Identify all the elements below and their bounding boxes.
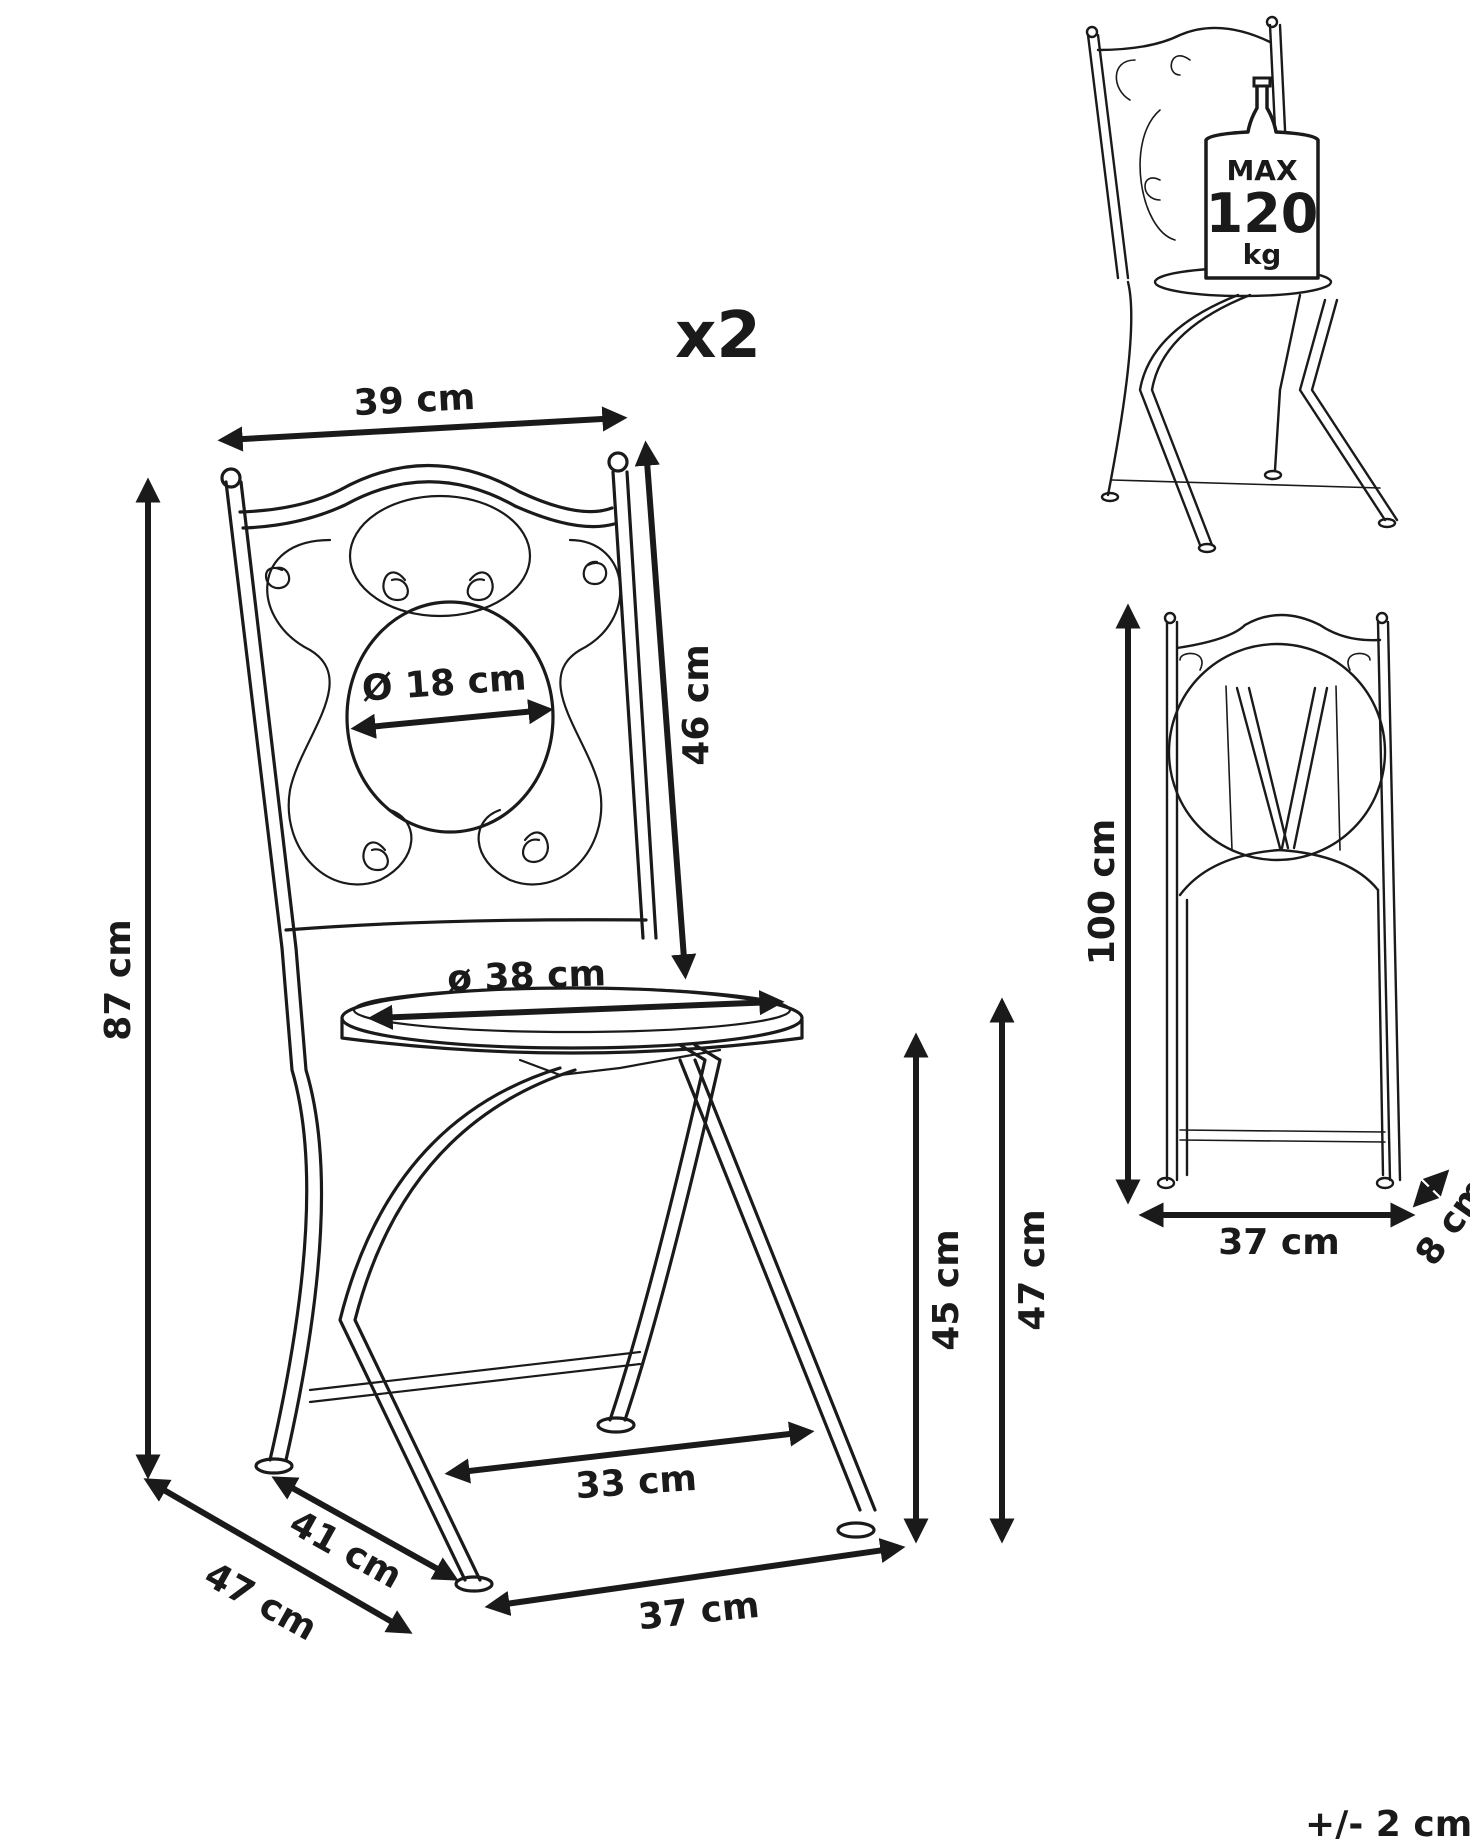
base-width-arrow — [484, 1538, 906, 1616]
seat-height-front-label: 45 cm — [926, 1229, 967, 1350]
total-height-label: 87 cm — [98, 919, 139, 1040]
folded-height-label: 100 cm — [1082, 819, 1123, 966]
tolerance-note: +/- 2 cm — [1305, 1804, 1470, 1839]
main-dimension-lines — [135, 406, 1015, 1634]
back-height-label: 46 cm — [676, 644, 717, 765]
width-top-label: 39 cm — [353, 377, 476, 424]
load-capacity-drawing — [1085, 15, 1399, 554]
main-dimension-labels: x2 39 cm 46 cm 87 cm Ø 18 cm ø 38 cm 45 … — [98, 299, 1053, 1649]
medallion-diameter-arrow — [350, 699, 554, 739]
load-unit-label: kg — [1243, 238, 1282, 271]
folded-dimension-labels: 100 cm 37 cm 8 cm — [1082, 819, 1470, 1273]
seat-diameter-label: ø 38 cm — [447, 953, 607, 1000]
seat-diameter-arrow — [367, 990, 785, 1030]
folded-dimension-lines — [1115, 603, 1450, 1228]
seat-height-back-label: 47 cm — [1012, 1209, 1053, 1330]
load-value-label: 120 — [1206, 182, 1319, 245]
medallion-diameter-label: Ø 18 cm — [361, 657, 528, 709]
folded-depth-arrow — [1412, 1169, 1450, 1208]
main-chair-drawing — [220, 451, 877, 1593]
width-top-arrow — [217, 406, 628, 452]
base-width-label: 37 cm — [636, 1585, 761, 1638]
quantity-label: x2 — [675, 299, 761, 373]
load-badge-text: MAX 120 kg — [1206, 154, 1319, 271]
load-max-label: MAX — [1226, 154, 1298, 187]
base-depth-outer-arrow — [143, 1478, 413, 1634]
folded-depth-label: 8 cm — [1408, 1171, 1470, 1274]
leg-span-arrow — [444, 1421, 815, 1484]
folded-width-label: 37 cm — [1218, 1222, 1339, 1263]
back-height-arrow — [634, 440, 697, 980]
leg-span-label: 33 cm — [574, 1458, 698, 1507]
weight-bottle-icon — [1204, 80, 1320, 280]
folded-chair-drawing — [1156, 611, 1402, 1190]
